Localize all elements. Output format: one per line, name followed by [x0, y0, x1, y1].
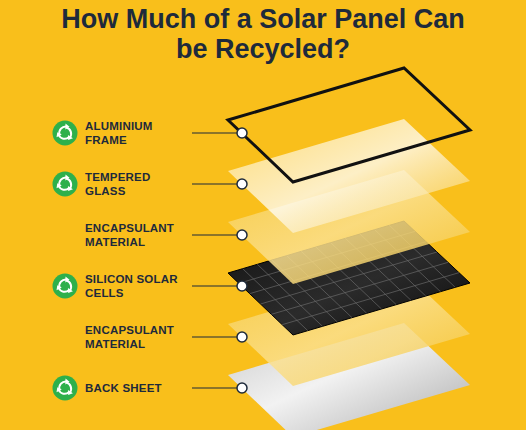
recycle-head — [55, 182, 62, 189]
recycle-badge — [53, 274, 78, 299]
leader-line — [192, 132, 237, 133]
leader-line — [192, 387, 237, 388]
recycle-badge — [53, 121, 78, 146]
layer-label: ALUMINIUM FRAME — [85, 119, 185, 148]
leader-dot — [237, 383, 247, 393]
leader-line — [192, 285, 237, 286]
recycle-icon — [53, 376, 78, 401]
leader-dot — [237, 230, 247, 240]
recycle-icon — [53, 172, 78, 197]
layer-label: TEMPERED GLASS — [85, 170, 185, 199]
leader-dot — [237, 128, 247, 138]
panel-layer — [228, 119, 470, 233]
leader-dot — [237, 179, 247, 189]
recycle-head — [55, 284, 62, 291]
leader-dot — [237, 332, 247, 342]
recycle-arc — [59, 386, 70, 396]
recycle-head — [55, 386, 62, 393]
cell-line — [282, 273, 459, 325]
layer-label: SILICON SOLAR CELLS — [85, 272, 185, 301]
leader-line — [192, 183, 237, 184]
leader-line — [192, 234, 237, 235]
recycle-icon — [53, 121, 78, 146]
recycle-arrow — [55, 281, 70, 295]
recycle-badge — [53, 376, 78, 401]
recycle-arc — [59, 131, 70, 141]
recycle-icon — [53, 274, 78, 299]
layer-label: ENCAPSULANT MATERIAL — [85, 221, 185, 250]
leader-dot — [237, 281, 247, 291]
aluminium-frame — [228, 68, 470, 182]
recycle-arc — [59, 182, 70, 192]
recycle-head — [55, 131, 62, 138]
leader-line — [192, 336, 237, 337]
recycle-arrow — [55, 179, 70, 193]
layer-label: ENCAPSULANT MATERIAL — [85, 323, 185, 352]
recycle-arrow — [55, 128, 70, 142]
layer-label: BACK SHEET — [85, 381, 185, 395]
title: How Much of a Solar Panel Can be Recycle… — [53, 4, 473, 64]
recycle-arc — [59, 284, 70, 294]
recycle-badge — [53, 172, 78, 197]
recycle-arrow — [55, 383, 70, 397]
